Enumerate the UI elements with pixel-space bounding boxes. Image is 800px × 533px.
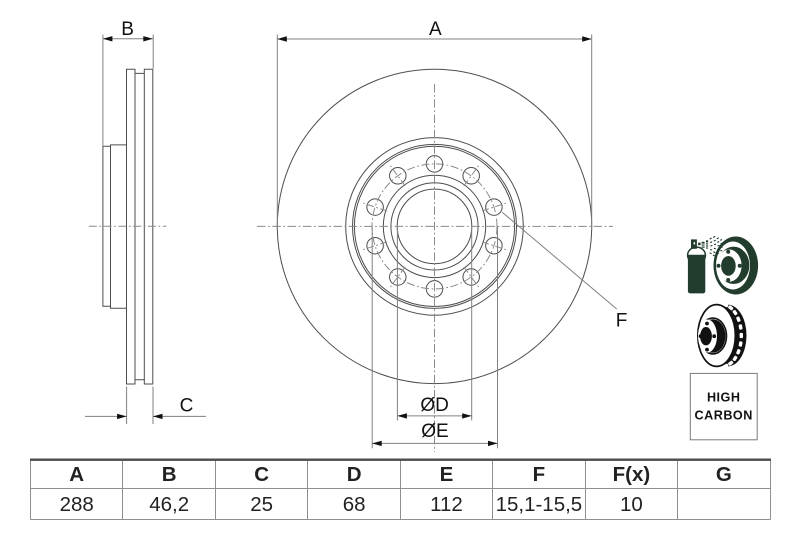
svg-text:B: B	[162, 463, 177, 486]
svg-text:F: F	[616, 310, 628, 331]
svg-text:B: B	[121, 19, 134, 40]
svg-text:G: G	[716, 463, 732, 486]
svg-text:25: 25	[250, 493, 273, 516]
svg-text:F: F	[533, 463, 546, 486]
svg-text:C: C	[180, 395, 194, 416]
svg-text:HIGH: HIGH	[707, 391, 740, 405]
svg-text:ØD: ØD	[420, 395, 449, 416]
svg-text:F(x): F(x)	[613, 463, 651, 486]
svg-text:10: 10	[620, 493, 643, 516]
svg-text:288: 288	[60, 493, 94, 516]
svg-text:E: E	[440, 463, 454, 486]
svg-text:A: A	[429, 19, 442, 40]
svg-text:ØE: ØE	[421, 421, 448, 442]
svg-text:CARBON: CARBON	[695, 408, 753, 422]
svg-text:A: A	[69, 463, 84, 486]
svg-text:D: D	[347, 463, 362, 486]
svg-text:15,1-15,5: 15,1-15,5	[496, 493, 583, 516]
svg-text:112: 112	[430, 493, 463, 516]
svg-text:46,2: 46,2	[149, 493, 189, 516]
svg-text:C: C	[254, 463, 269, 486]
svg-text:68: 68	[343, 493, 366, 516]
